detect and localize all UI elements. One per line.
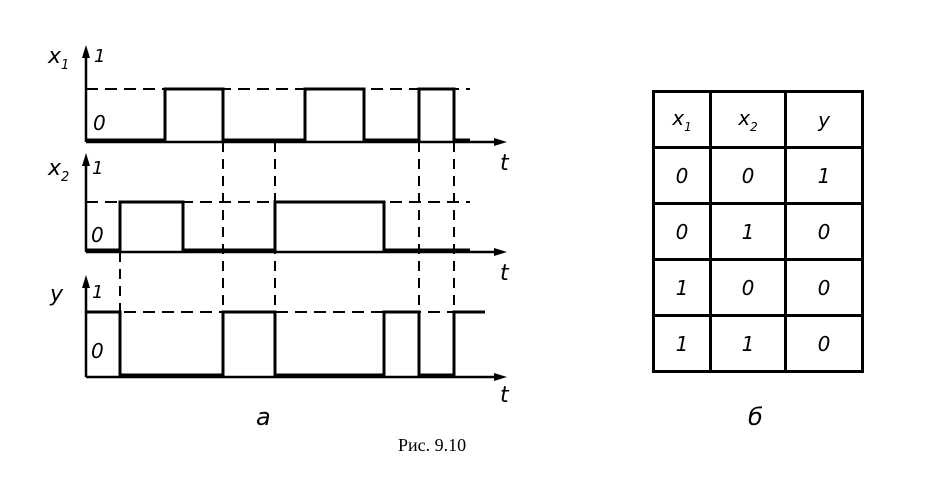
table-cell: 1 — [709, 314, 787, 373]
x2-signal — [86, 200, 470, 252]
table-cell: 1 — [784, 146, 864, 205]
y-label: y — [49, 282, 64, 307]
table-cell: 0 — [709, 146, 787, 205]
table-cell: 0 — [784, 314, 864, 373]
truth-table: x1 x2 y 0 0 1 0 1 0 1 0 0 1 1 0 — [652, 90, 864, 373]
transition-guides — [119, 142, 455, 375]
x2-t-label: t — [500, 261, 510, 286]
table-row: 1 1 0 — [652, 314, 864, 373]
header-x2: x2 — [709, 90, 787, 149]
table-cell: 1 — [652, 258, 712, 317]
table-row: 0 1 0 — [652, 202, 864, 261]
x1-high-tick: 1 — [94, 46, 105, 67]
x1-label: x1 — [47, 44, 69, 73]
part-a-label: a — [256, 403, 271, 431]
figure-caption: Рис. 9.10 — [398, 435, 466, 455]
y-high-tick: 1 — [92, 282, 103, 303]
x1-plot: x1 1 0 t — [47, 44, 510, 176]
x2-label: x2 — [47, 156, 69, 185]
y-t-arrow-icon — [494, 373, 507, 381]
x2-low-tick: 0 — [91, 223, 104, 247]
table-cell: 0 — [784, 258, 864, 317]
x1-t-label: t — [500, 151, 510, 176]
header-x1: x1 — [652, 90, 712, 149]
x1-axis-arrow-icon — [82, 45, 90, 58]
table-cell: 1 — [652, 314, 712, 373]
table-cell: 0 — [709, 258, 787, 317]
y-axis-arrow-icon — [82, 275, 90, 288]
y-t-label: t — [500, 383, 510, 408]
table-cell: 0 — [652, 146, 712, 205]
table-cell: 0 — [652, 202, 712, 261]
part-b-label: б — [748, 403, 763, 431]
header-y: y — [784, 90, 864, 149]
y-signal — [86, 310, 485, 377]
x2-high-tick: 1 — [92, 158, 103, 179]
y-low-tick: 0 — [91, 339, 104, 363]
table-row: 1 0 0 — [652, 258, 864, 317]
table-cell: 0 — [784, 202, 864, 261]
x1-low-tick: 0 — [93, 111, 106, 135]
x1-signal — [86, 87, 470, 142]
table-cell: 1 — [709, 202, 787, 261]
x2-axis-arrow-icon — [82, 153, 90, 166]
x1-t-arrow-icon — [494, 138, 507, 146]
table-row: 0 0 1 — [652, 146, 864, 205]
table-header-row: x1 x2 y — [652, 90, 864, 149]
y-plot: y 1 0 t — [49, 275, 510, 408]
x2-t-arrow-icon — [494, 248, 507, 256]
x2-plot: x2 1 0 t — [47, 153, 510, 286]
